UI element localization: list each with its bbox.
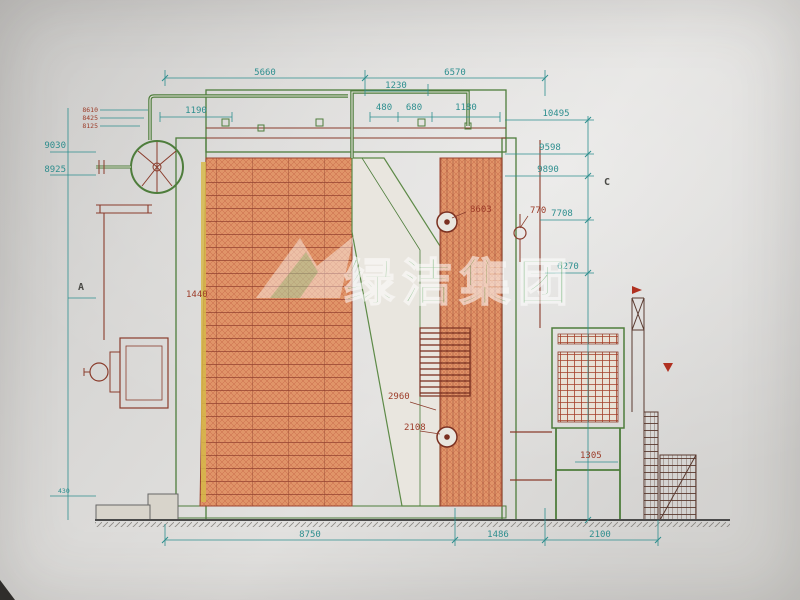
- valve-fitting-icon: [257, 124, 265, 132]
- dim-inner-drum: 8603: [470, 205, 492, 215]
- superheater-coil: [419, 327, 471, 397]
- support-bracket: [96, 204, 152, 214]
- watermark-text: 绿洁集团: [344, 254, 576, 312]
- top-header-band: [205, 89, 507, 153]
- dim-row2-a: 480: [376, 103, 392, 113]
- dim-top-right-span: 6570: [444, 68, 466, 78]
- valve-fitting-icon: [221, 118, 230, 127]
- pipe-flange: [98, 160, 105, 174]
- watermark-logo-icon: [256, 236, 354, 298]
- valve-fitting-icon: [417, 118, 426, 127]
- company-watermark: 绿洁集团: [256, 236, 576, 313]
- dim-right-h3: 7708: [551, 209, 573, 219]
- burner-motor: [89, 362, 109, 382]
- dim-left-h1: 9030: [44, 141, 66, 151]
- dim-inner-sootblower: 770: [530, 206, 546, 216]
- dim-right-h4: 6270: [557, 262, 579, 272]
- foundation-block: [147, 493, 179, 521]
- burner-assembly: [83, 337, 169, 409]
- forced-draft-fan: [96, 140, 184, 340]
- dim-inner-lowdrum: 2108: [404, 423, 426, 433]
- ground-line: [95, 519, 730, 527]
- foundation-block: [95, 504, 151, 521]
- economizer-unit: [510, 140, 625, 520]
- caged-ladder: [643, 411, 659, 521]
- elevation-marker-icon: [663, 363, 673, 372]
- section-label-c: C: [604, 177, 610, 188]
- dim-right-total-height: 10495: [542, 109, 569, 119]
- dim-inner-coil: 2960: [388, 392, 410, 402]
- dim-economizer-leg: 1305: [580, 451, 602, 461]
- dim-row2-left: 1190: [185, 106, 207, 116]
- dim-right-h1: 9598: [539, 143, 561, 153]
- foundation-beam: [169, 505, 507, 519]
- dim-top-left-span: 5660: [254, 68, 276, 78]
- valve-fitting-icon: [315, 118, 324, 127]
- dim-row2-c: 1180: [455, 103, 477, 113]
- section-label-a: A: [78, 282, 84, 293]
- dim-left-h2: 8925: [44, 165, 66, 175]
- dim-inner-furnace: 1440: [186, 290, 208, 300]
- dimension-lines: [50, 70, 662, 546]
- dim-top-inner-span: 1230: [385, 81, 407, 91]
- top-steam-piping: [148, 90, 470, 158]
- dim-bottom-b: 1486: [487, 530, 509, 540]
- dim-bottom-a: 8750: [299, 530, 321, 540]
- dim-left-stack-3: 8125: [82, 122, 98, 130]
- insulation-strip: [201, 162, 206, 502]
- support-tower: [631, 297, 645, 412]
- elevation-flag-icon: [632, 286, 642, 298]
- access-ladder-stairs: [631, 286, 697, 521]
- furnace-section: [199, 157, 527, 507]
- dim-row2-b: 680: [406, 103, 422, 113]
- dim-right-h2: 9890: [537, 165, 559, 175]
- dim-bottom-c: 2100: [589, 530, 611, 540]
- dimension-labels: 5660 6570 1230 1190 480 680 1180 10495 9…: [44, 68, 611, 540]
- dim-left-stack-1: 8610: [82, 106, 98, 114]
- dim-left-stack-2: 8425: [82, 114, 98, 122]
- dim-left-low: 430: [58, 487, 70, 495]
- photo-corner-shadow: [0, 580, 15, 600]
- flue-duct: [510, 431, 552, 481]
